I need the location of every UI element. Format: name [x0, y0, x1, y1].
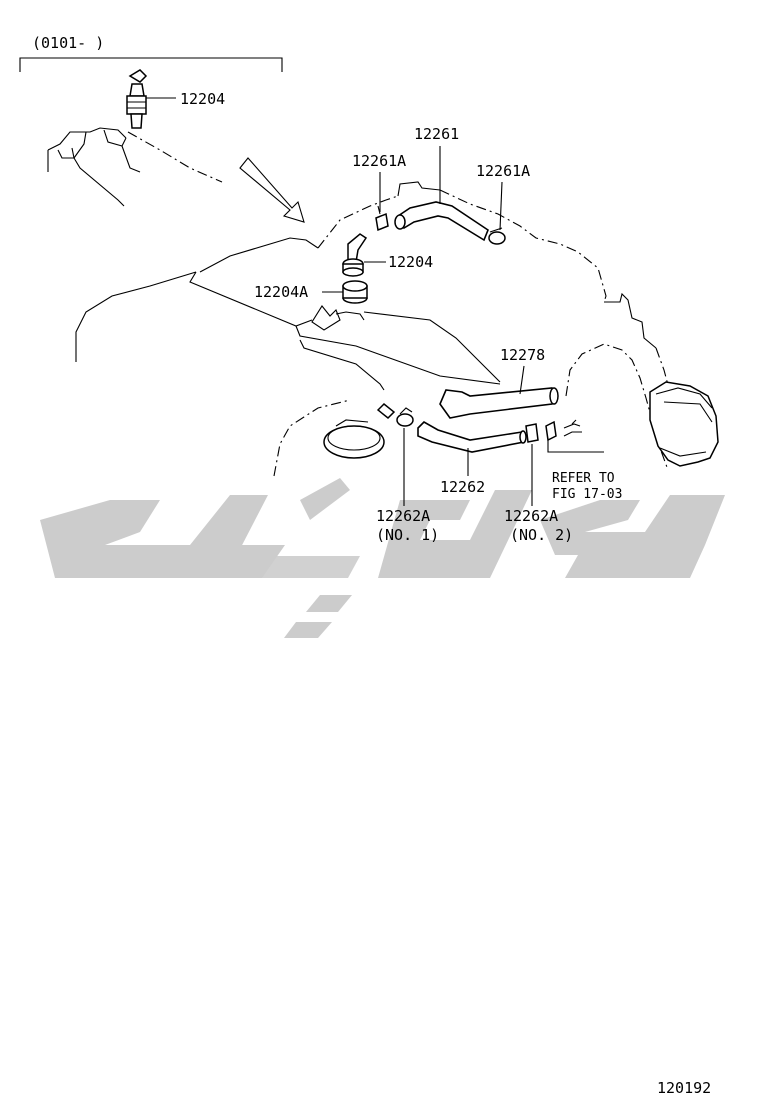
- clamp-12262A-no2: [525, 419, 582, 443]
- hose-12261: [394, 201, 489, 242]
- label-12204-top: 12204: [180, 90, 225, 108]
- label-12278: 12278: [500, 346, 545, 364]
- inset-valve-12204: [126, 69, 176, 129]
- label-12204A: 12204A: [254, 283, 308, 301]
- range-label: (0101- ): [32, 34, 104, 52]
- label-12261A-left: 12261A: [352, 152, 406, 170]
- refer-leader: [547, 440, 604, 453]
- label-12204-mid: 12204: [388, 253, 433, 271]
- pcv-valve-12204: [342, 233, 386, 277]
- label-12261A-right: 12261A: [476, 162, 530, 180]
- label-no2: (NO. 2): [510, 526, 573, 544]
- watermark-logo: [40, 478, 725, 638]
- label-12262A-no2: 12262A: [504, 507, 558, 525]
- clamp-12262A-no1: [376, 402, 414, 427]
- label-12262A-no1: 12262A: [376, 507, 430, 525]
- intake-duct: [565, 343, 719, 471]
- label-12262: 12262: [440, 478, 485, 496]
- clamp-12261A-right: [488, 227, 506, 245]
- refer-note-line2: FIG 17-03: [552, 487, 622, 502]
- label-12261: 12261: [414, 125, 459, 143]
- refer-note-line1: REFER TO: [552, 471, 615, 486]
- inset-engine-outline: [47, 127, 223, 207]
- oil-filler-cap: [323, 419, 385, 459]
- clamp-12261A-left: [375, 205, 389, 232]
- label-no1: (NO. 1): [376, 526, 439, 544]
- range-bracket: [19, 57, 283, 72]
- view-arrow: [239, 157, 305, 223]
- hose-12278: [439, 387, 559, 419]
- hose-12262: [417, 421, 527, 453]
- figure-code: 120192: [657, 1079, 711, 1097]
- grommet-12204A: [322, 280, 368, 304]
- engine-cover-outline: [75, 181, 673, 477]
